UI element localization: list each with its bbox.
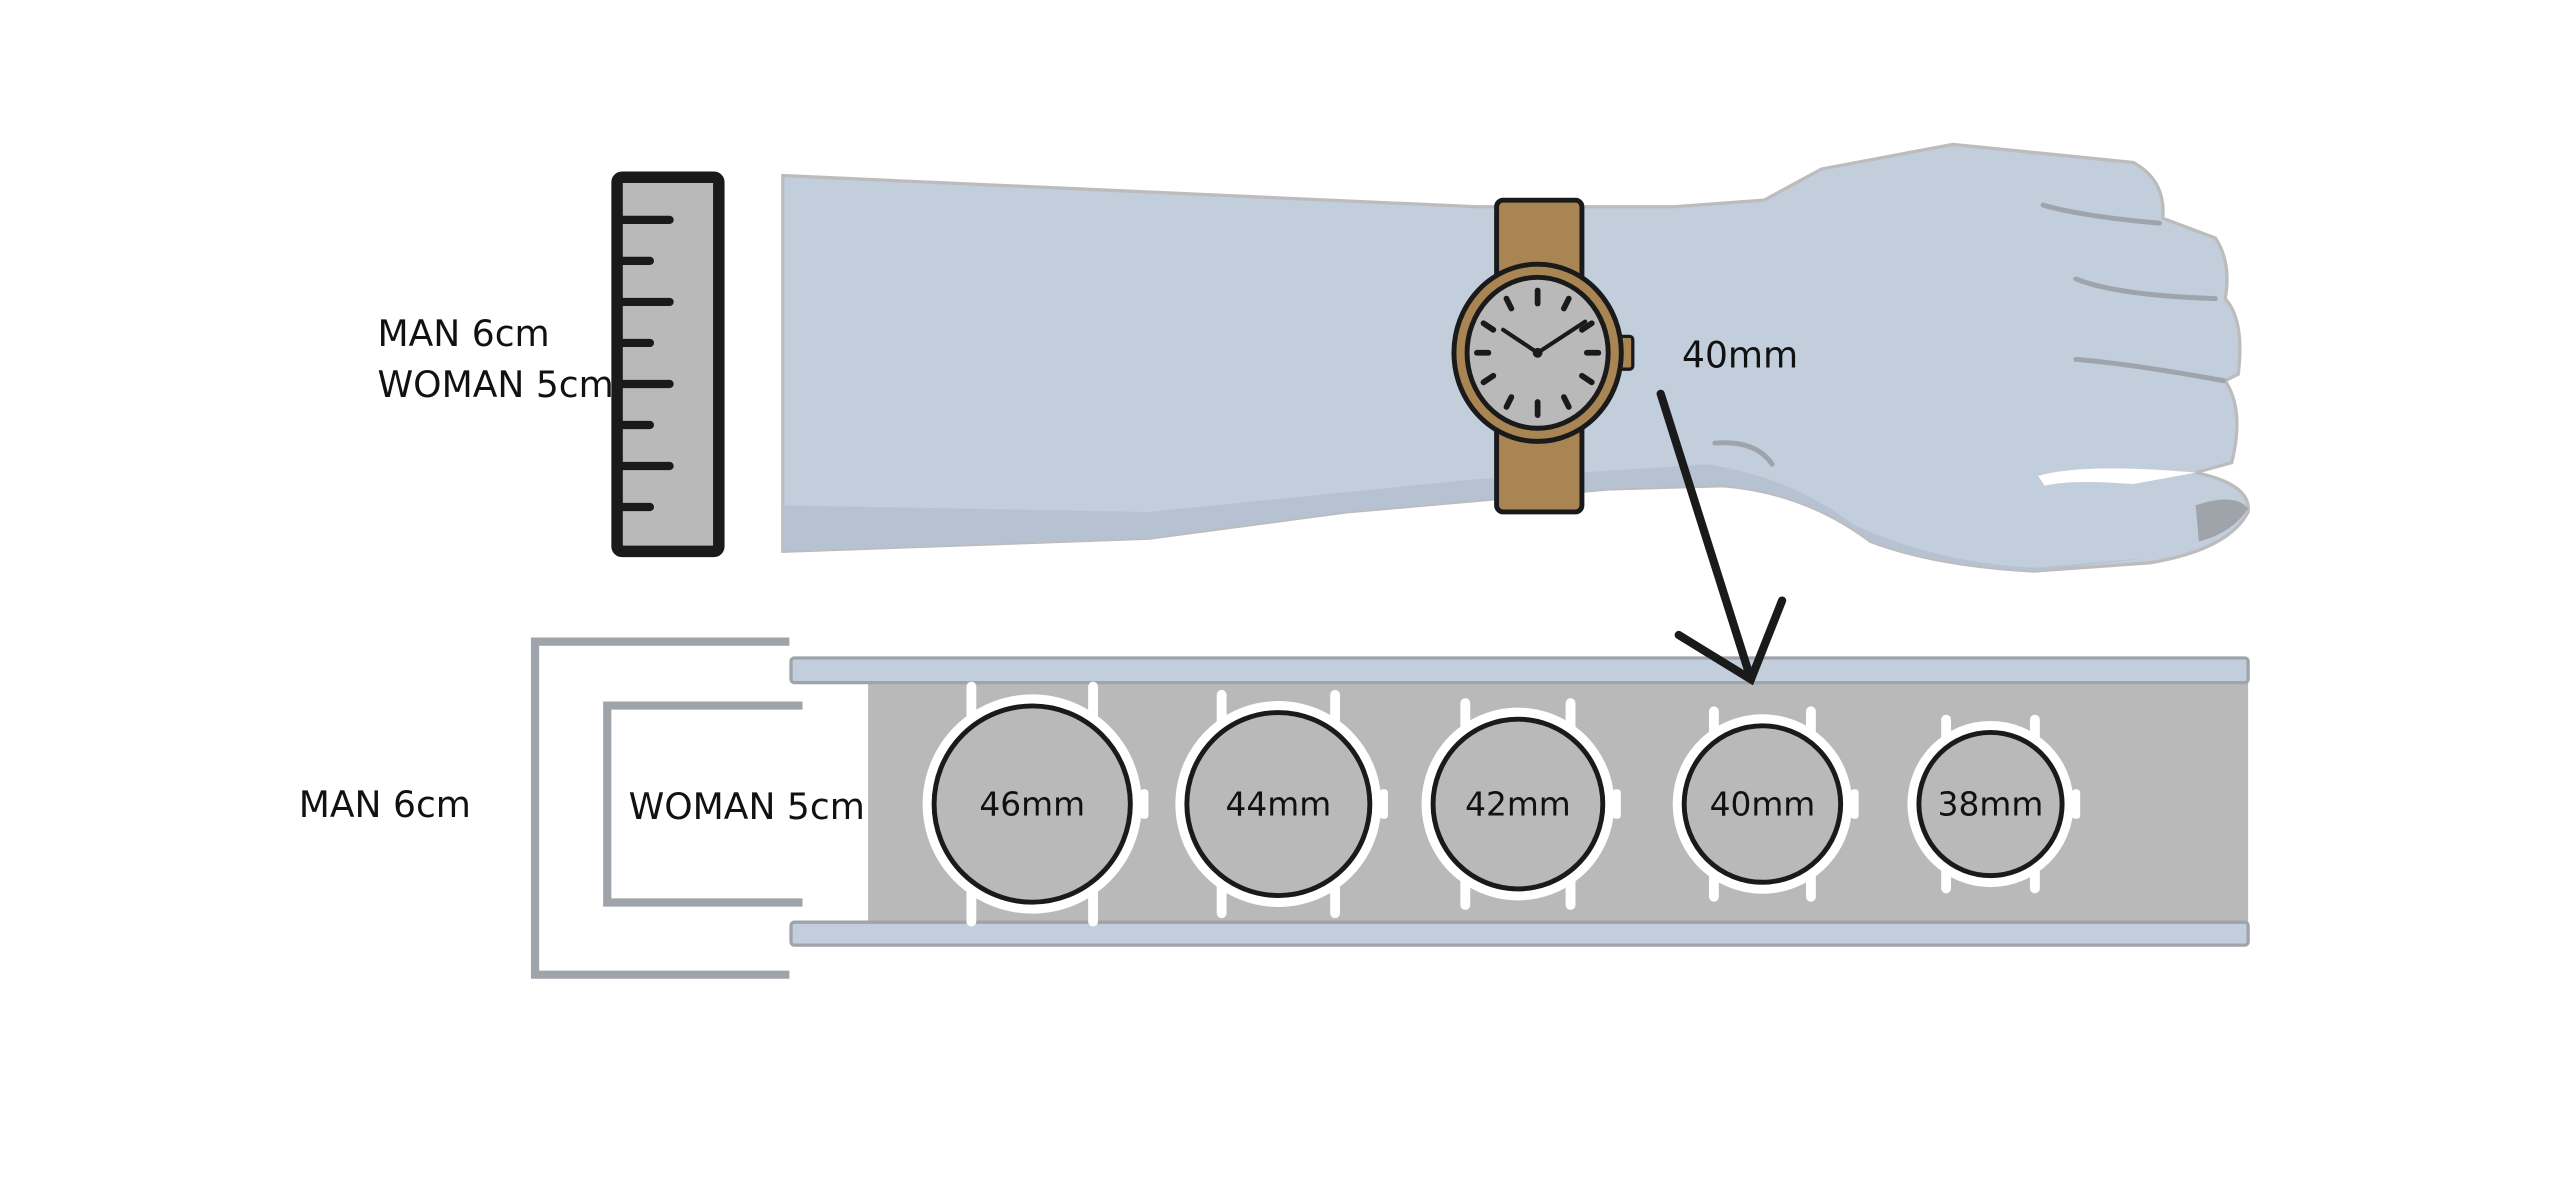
- watch-face: [1184, 710, 1373, 898]
- bracket-woman: [603, 701, 803, 907]
- watch-crown: [1379, 789, 1388, 819]
- watch-42mm: 42mm: [1421, 698, 1621, 910]
- band-bottom-edge: [789, 920, 2250, 947]
- wrist-watch-icon: [1451, 197, 1635, 515]
- watch-38mm: 38mm: [1907, 714, 2081, 894]
- watch-face: [1430, 716, 1606, 892]
- watch-crown: [2071, 789, 2081, 819]
- bracket-man: [530, 637, 790, 979]
- watch-40mm: 40mm: [1672, 706, 1859, 902]
- ruler-label-woman: WOMAN 5cm: [378, 364, 614, 406]
- watch-size-label: 38mm: [1938, 786, 2044, 824]
- arrow-icon: [1656, 389, 1787, 686]
- band-label-woman: WOMAN 5cm: [629, 786, 865, 828]
- watch-size-list: 46mm 44mm 42mm 40mm 38mm: [922, 681, 2081, 927]
- watch-46mm: 46mm: [922, 681, 1149, 927]
- watch-size-label: 46mm: [979, 786, 1085, 824]
- ruler-label-man: MAN 6cm: [378, 313, 550, 355]
- ruler: [611, 171, 725, 558]
- watch-size-label: 40mm: [1710, 786, 1816, 824]
- band-label-man: MAN 6cm: [299, 784, 471, 826]
- watch-size-label: 44mm: [1226, 786, 1332, 824]
- watch-face: [931, 703, 1133, 905]
- watch-crown: [1612, 789, 1621, 819]
- band-top-edge: [789, 656, 2250, 685]
- wrist-watch-size-label: 40mm: [1682, 335, 1798, 377]
- watch-crown: [1850, 789, 1859, 819]
- watch-crown: [1140, 789, 1149, 819]
- watch-face: [1916, 729, 2065, 879]
- watch-size-label: 42mm: [1465, 786, 1571, 824]
- watch-44mm: 44mm: [1175, 689, 1388, 919]
- watch-face: [1681, 723, 1844, 885]
